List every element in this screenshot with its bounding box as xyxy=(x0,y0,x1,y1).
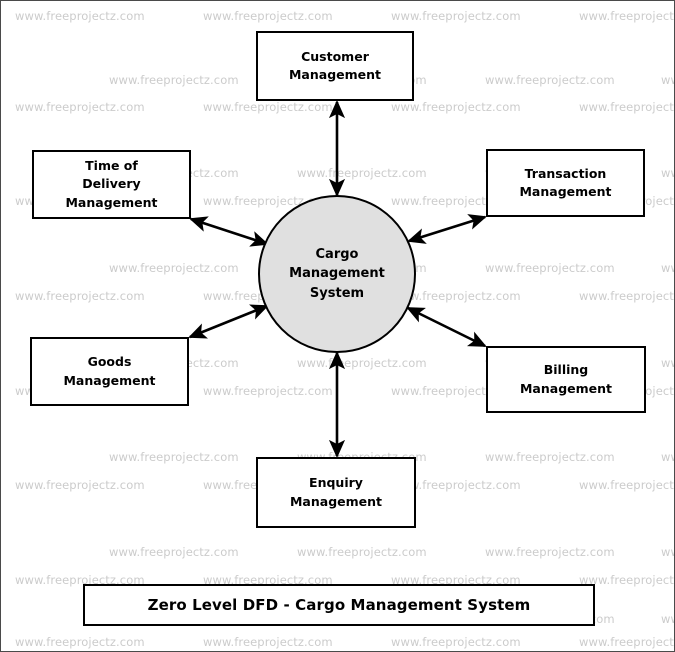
entity-customer-management[interactable]: Customer Management xyxy=(256,31,414,101)
entity-label: Goods Management xyxy=(63,354,156,388)
entity-label: Billing Management xyxy=(519,362,612,396)
entity-label: Customer Management xyxy=(288,48,381,82)
diagram-title: Zero Level DFD - Cargo Management System xyxy=(147,596,531,614)
entity-label: Transaction Management xyxy=(519,165,612,199)
process-cargo-management-system[interactable]: Cargo Management System xyxy=(258,195,416,353)
process-label: Cargo Management System xyxy=(289,246,385,301)
entity-goods-management[interactable]: Goods Management xyxy=(30,337,189,406)
diagram-title-box: Zero Level DFD - Cargo Management System xyxy=(83,584,595,626)
entity-label: Time of Delivery Management xyxy=(65,158,158,210)
entity-transaction-management[interactable]: Transaction Management xyxy=(486,149,645,217)
entity-time-of-delivery-management[interactable]: Time of Delivery Management xyxy=(32,150,191,219)
entity-billing-management[interactable]: Billing Management xyxy=(486,346,646,413)
entity-label: Enquiry Management xyxy=(289,475,382,509)
entity-enquiry-management[interactable]: Enquiry Management xyxy=(256,457,416,528)
